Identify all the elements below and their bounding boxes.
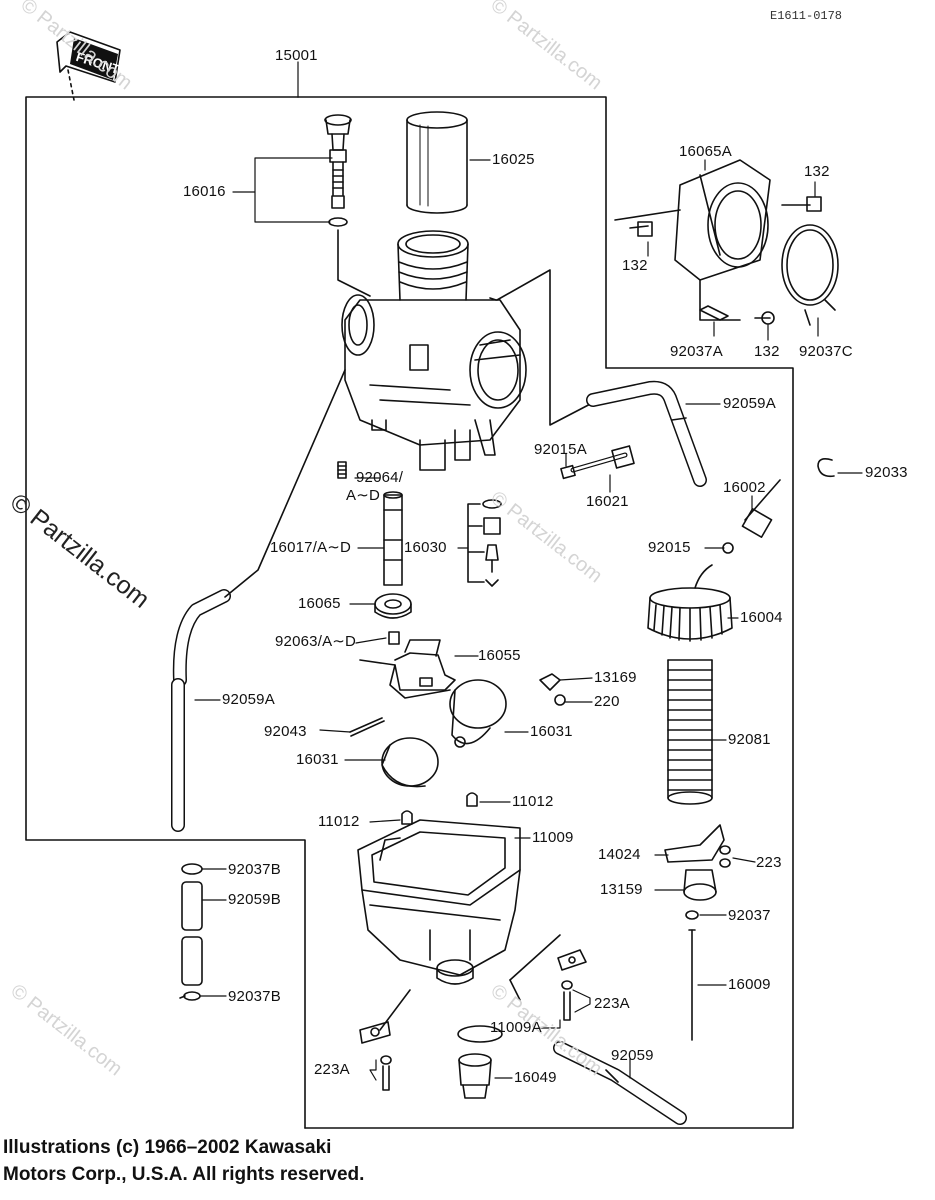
carburetor-body-part [341, 230, 599, 471]
callout-92033[interactable]: 92033 [865, 464, 908, 481]
callout-13169[interactable]: 13169 [594, 669, 637, 686]
screw-223A-right-part [561, 980, 573, 1021]
pilot-screw-small-part [337, 461, 347, 479]
callout-11009A[interactable]: 11009A [490, 1019, 542, 1036]
float-right-part [449, 679, 507, 748]
callout-92063[interactable]: 92063/A∼D [275, 633, 357, 650]
throttle-cable-adjuster-part [324, 114, 371, 297]
callout-92064[interactable]: 92064/ [356, 469, 404, 486]
callout-220[interactable]: 220 [594, 693, 620, 710]
throttle-valve-plate-part [664, 824, 731, 868]
callout-132-left[interactable]: 132 [622, 257, 648, 274]
small-hose-set-part [179, 863, 203, 1001]
throttle-stop-screw-part [560, 445, 635, 480]
callout-92037B-bottom[interactable]: 92037B [228, 988, 281, 1005]
vent-hose-top-part [586, 380, 707, 487]
callout-13159[interactable]: 13159 [600, 881, 643, 898]
callout-92081[interactable]: 92081 [728, 731, 771, 748]
clamp-band-part [781, 224, 839, 326]
callout-92037A[interactable]: 92037A [670, 343, 723, 360]
throttle-valve-spring-part [667, 659, 713, 805]
callout-223A-right[interactable]: 223A [594, 995, 630, 1012]
callout-223[interactable]: 223 [756, 854, 782, 871]
main-jet-part [388, 631, 400, 645]
callout-11009[interactable]: 11009 [532, 829, 574, 846]
callout-132-bottom[interactable]: 132 [754, 343, 780, 360]
assembly-outline-right [297, 96, 794, 1129]
callout-92015A[interactable]: 92015A [534, 441, 587, 458]
callout-16021[interactable]: 16021 [586, 493, 629, 510]
float-valve-set-part [467, 499, 502, 587]
callout-16065[interactable]: 16065 [298, 595, 341, 612]
needle-jet-part [383, 491, 403, 586]
overflow-hose-left-part [171, 369, 346, 832]
callout-92064-suffix[interactable]: A∼D [346, 487, 381, 504]
callout-16049[interactable]: 16049 [514, 1069, 557, 1086]
callout-16004[interactable]: 16004 [740, 609, 783, 626]
callout-11012-right[interactable]: 11012 [512, 793, 554, 810]
plug-11012-left-part [401, 810, 413, 825]
callout-92037B-top[interactable]: 92037B [228, 861, 281, 878]
callout-92037C[interactable]: 92037C [799, 343, 853, 360]
callout-92059B[interactable]: 92059B [228, 891, 281, 908]
float-pin-part [349, 717, 385, 737]
callout-92015[interactable]: 92015 [648, 539, 691, 556]
callout-15001[interactable]: 15001 [275, 47, 318, 64]
plug-11012-right-part [466, 792, 478, 807]
screw-223A-left-part [380, 1055, 392, 1091]
copyright-line-1: Illustrations (c) 1966–2002 Kawasaki [3, 1137, 332, 1158]
callout-132-top[interactable]: 132 [804, 163, 830, 180]
throttle-valve-sleeve-part [406, 111, 468, 214]
oring-11009A-part [457, 1025, 503, 1043]
diagram-code: E1611-0178 [770, 9, 843, 23]
jet-needle-part [688, 929, 696, 1041]
cable-guide-part [539, 673, 561, 691]
copyright-line-2: Motors Corp., U.S.A. All rights reserved… [3, 1164, 365, 1185]
float-bowl-part [357, 819, 561, 1001]
callout-16031-left[interactable]: 16031 [296, 751, 339, 768]
intake-holder-part [614, 159, 822, 325]
circlip-part [817, 458, 835, 478]
float-left-part [381, 737, 439, 788]
float-arm-part [359, 639, 456, 699]
callout-92037[interactable]: 92037 [728, 907, 771, 924]
drain-bracket-right-part [557, 949, 587, 971]
callout-16009[interactable]: 16009 [728, 976, 771, 993]
drain-plug-16049-part [458, 1053, 492, 1099]
leader-lines [194, 61, 863, 1081]
callout-16030[interactable]: 16030 [404, 539, 447, 556]
main-jet-holder-part [374, 593, 412, 619]
callout-16016[interactable]: 16016 [183, 183, 226, 200]
copyright-notice: Illustrations (c) 1966–2002 Kawasaki Mot… [3, 1134, 364, 1188]
callout-92059A-left[interactable]: 92059A [222, 691, 275, 708]
callout-16065A[interactable]: 16065A [679, 143, 732, 160]
callout-223A-left[interactable]: 223A [314, 1061, 350, 1078]
assembly-outline [25, 96, 306, 1129]
callout-16031-right[interactable]: 16031 [530, 723, 573, 740]
callout-11012-left[interactable]: 11012 [318, 813, 360, 830]
callout-14024[interactable]: 14024 [598, 846, 641, 863]
drain-hose-92059-part [553, 1041, 687, 1125]
callout-92059A-top[interactable]: 92059A [723, 395, 776, 412]
screw-220-part [554, 694, 566, 706]
callout-16025[interactable]: 16025 [492, 151, 535, 168]
throttle-valve-part [683, 869, 717, 920]
callout-16055[interactable]: 16055 [478, 647, 521, 664]
callout-16002[interactable]: 16002 [723, 479, 766, 496]
carburetor-top-cap-part [647, 564, 733, 642]
callout-92059[interactable]: 92059 [611, 1047, 654, 1064]
callout-16017[interactable]: 16017/A∼D [270, 539, 352, 556]
callout-92043[interactable]: 92043 [264, 723, 307, 740]
clamp-screw-part [699, 305, 729, 321]
float-bowl-drain-bracket-part [359, 989, 411, 1044]
